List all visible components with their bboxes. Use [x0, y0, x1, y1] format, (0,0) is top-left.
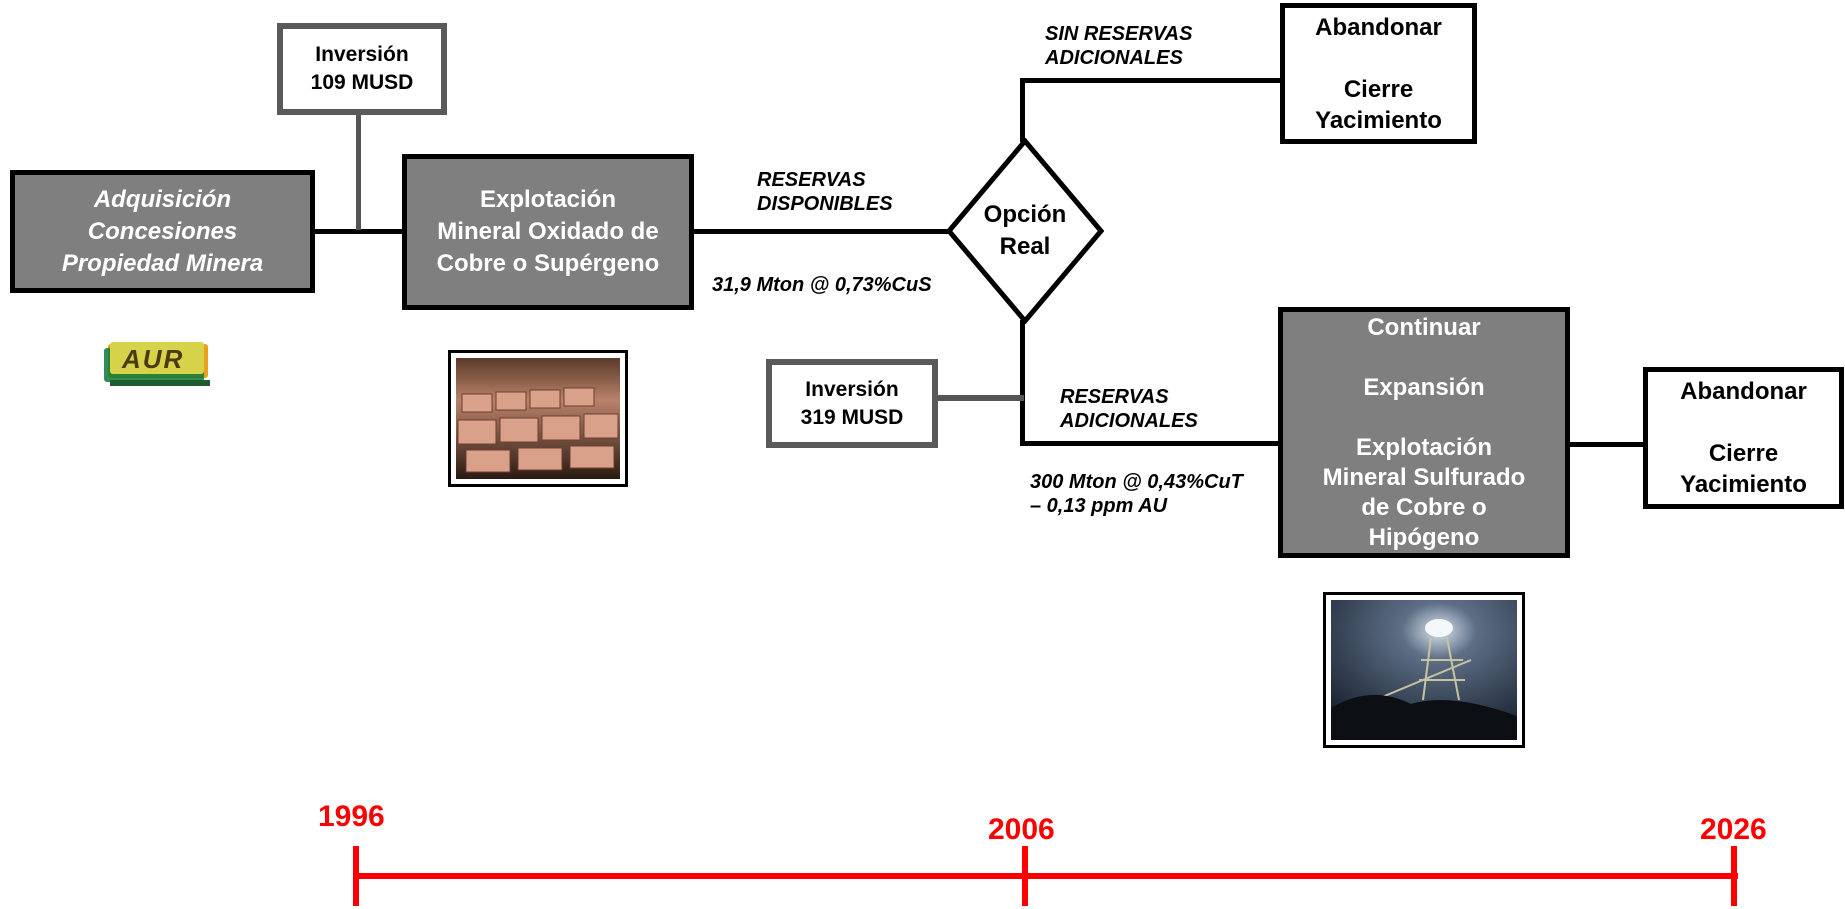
aur-logo-text: AUR — [122, 344, 185, 374]
additional-reserves-grade: 300 Mton @ 0,43%CuT – 0,13 ppm AU — [1030, 471, 1243, 517]
mine-plant-image — [1331, 600, 1517, 740]
real-option-label: Opción Real — [983, 201, 1067, 260]
connector-expansion-to-abandon — [1567, 442, 1647, 447]
aur-logo: AUR — [100, 338, 212, 390]
oxide-exploitation-label: Explotación Mineral Oxidado de Cobre o S… — [436, 186, 660, 277]
abandon-bottom-box: Abandonar Cierre Yacimiento — [1643, 367, 1844, 509]
connector-acq-to-oxide — [313, 229, 405, 234]
copper-cathodes-photo — [448, 350, 628, 487]
timeline-axis — [353, 873, 1738, 879]
copper-cathodes-image — [456, 358, 620, 479]
connector-top-branch — [1020, 78, 1281, 83]
connector-option-up — [1020, 78, 1025, 142]
aur-logo-graphic — [104, 342, 210, 386]
timeline-tick-2026 — [1731, 846, 1737, 906]
year-1996: 1996 — [318, 800, 385, 833]
investment-1-label: Inversión 109 MUSD — [310, 43, 414, 94]
timeline-tick-1996 — [353, 846, 359, 906]
reserves-available-label: RESERVAS DISPONIBLES — [757, 169, 893, 215]
investment-1-box: Inversión 109 MUSD — [277, 23, 447, 115]
acquisition-box: Adquisición Concesiones Propiedad Minera — [10, 170, 315, 293]
no-additional-reserves-label: SIN RESERVAS ADICIONALES — [1045, 23, 1193, 69]
abandon-top-box: Abandonar Cierre Yacimiento — [1280, 3, 1477, 144]
continue-expansion-label: Continuar Expansión Explotación Mineral … — [1322, 313, 1526, 551]
investment-2-box: Inversión 319 MUSD — [766, 359, 938, 448]
continue-expansion-box: Continuar Expansión Explotación Mineral … — [1278, 307, 1570, 558]
year-2026: 2026 — [1700, 813, 1767, 846]
year-2006: 2006 — [988, 813, 1055, 846]
connector-oxide-to-option — [693, 229, 951, 234]
reserves-available-grade: 31,9 Mton @ 0,73%CuS — [712, 274, 932, 296]
abandon-bottom-label: Abandonar Cierre Yacimiento — [1680, 378, 1807, 498]
connector-investment-2 — [934, 395, 1024, 401]
oxide-exploitation-box: Explotación Mineral Oxidado de Cobre o S… — [402, 154, 694, 310]
real-option-diamond: Opción Real — [945, 137, 1105, 325]
abandon-top-label: Abandonar Cierre Yacimiento — [1315, 13, 1442, 134]
timeline-tick-2006 — [1022, 846, 1028, 906]
mine-plant-photo — [1323, 592, 1525, 748]
connector-bottom-branch — [1020, 441, 1280, 446]
investment-2-label: Inversión 319 MUSD — [800, 377, 904, 429]
diamond-shape — [945, 137, 1105, 325]
additional-reserves-label: RESERVAS ADICIONALES — [1060, 386, 1198, 432]
connector-investment-1 — [356, 113, 361, 230]
acquisition-label: Adquisición Concesiones Propiedad Minera — [61, 185, 264, 277]
connector-option-down — [1020, 320, 1025, 444]
